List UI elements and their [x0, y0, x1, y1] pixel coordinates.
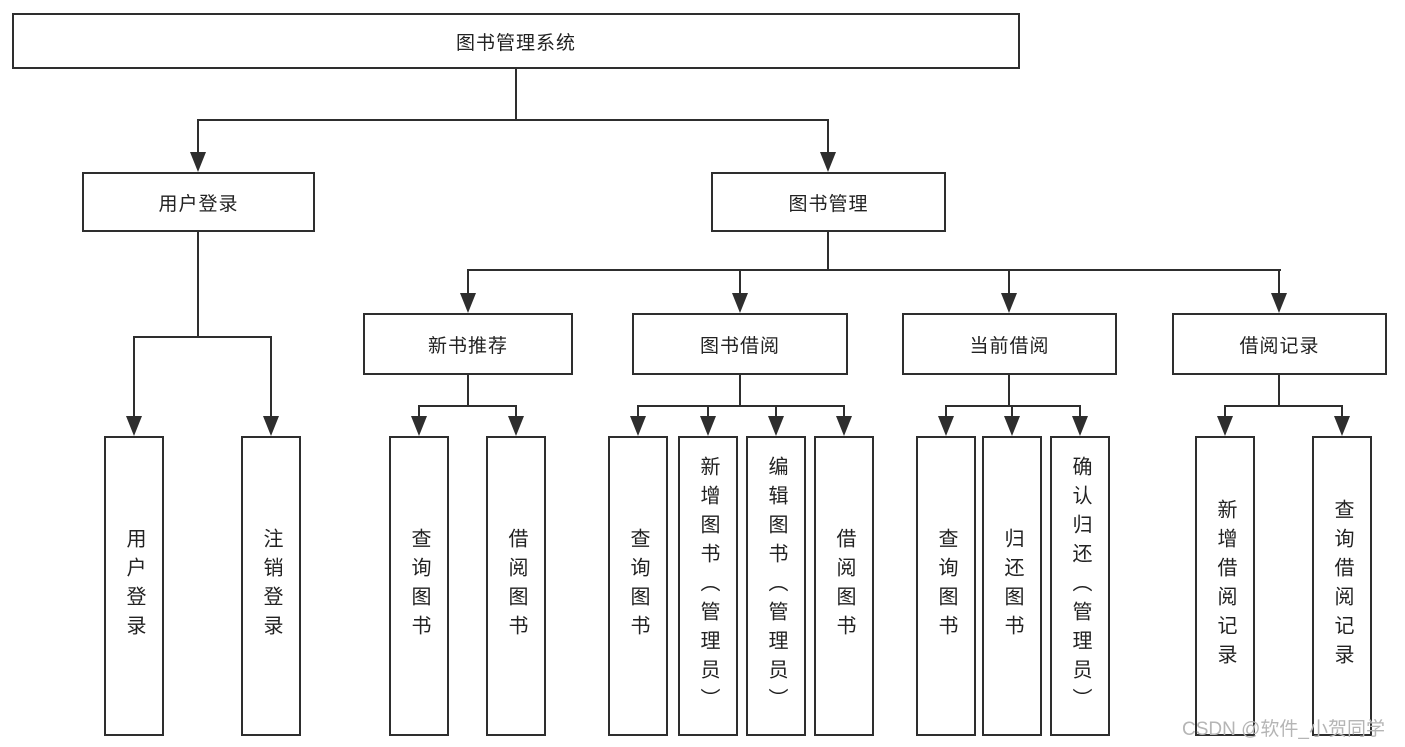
connector — [197, 119, 829, 121]
node-rec-query-books: 查询图书 — [389, 436, 449, 736]
node-current-borrow: 当前借阅 — [902, 313, 1117, 375]
node-rec-borrow-books: 借阅图书 — [486, 436, 546, 736]
arrow-down-icon — [1334, 416, 1350, 436]
connector — [827, 232, 829, 271]
arrow-down-icon — [1072, 416, 1088, 436]
connector — [775, 405, 777, 418]
connector — [515, 405, 517, 418]
node-login: 用户登录 — [104, 436, 164, 736]
connector — [707, 405, 709, 418]
node-logout: 注销登录 — [241, 436, 301, 736]
node-user-login: 用户登录 — [82, 172, 315, 232]
connector — [197, 119, 199, 154]
node-br-query-record: 查询借阅记录 — [1312, 436, 1372, 736]
node-book-borrow: 图书借阅 — [632, 313, 848, 375]
node-root: 图书管理系统 — [12, 13, 1020, 69]
connector — [1008, 269, 1010, 295]
connector — [270, 336, 272, 418]
connector — [1278, 269, 1280, 295]
connector — [133, 336, 272, 338]
node-bb-add-books-admin: 新增图书（管理员） — [678, 436, 738, 736]
arrow-down-icon — [126, 416, 142, 436]
connector — [418, 405, 517, 407]
node-br-add-record: 新增借阅记录 — [1195, 436, 1255, 736]
node-cb-query-books: 查询图书 — [916, 436, 976, 736]
node-book-management: 图书管理 — [711, 172, 946, 232]
node-cb-confirm-return-admin: 确认归还（管理员） — [1050, 436, 1110, 736]
connector — [1224, 405, 1226, 418]
arrow-down-icon — [190, 152, 206, 172]
node-cb-return-books: 归还图书 — [982, 436, 1042, 736]
node-bb-borrow-books: 借阅图书 — [814, 436, 874, 736]
arrow-down-icon — [732, 293, 748, 313]
watermark: CSDN @软件_小贺同学 — [1182, 719, 1385, 740]
arrow-down-icon — [938, 416, 954, 436]
connector — [739, 269, 741, 295]
arrow-down-icon — [768, 416, 784, 436]
arrow-down-icon — [1217, 416, 1233, 436]
connector — [1079, 405, 1081, 418]
arrow-down-icon — [460, 293, 476, 313]
arrow-down-icon — [263, 416, 279, 436]
arrow-down-icon — [1271, 293, 1287, 313]
arrow-down-icon — [1004, 416, 1020, 436]
connector — [637, 405, 845, 407]
connector — [739, 375, 741, 406]
node-bb-query-books: 查询图书 — [608, 436, 668, 736]
arrow-down-icon — [836, 416, 852, 436]
arrow-down-icon — [820, 152, 836, 172]
connector — [1224, 405, 1343, 407]
arrow-down-icon — [700, 416, 716, 436]
connector — [637, 405, 639, 418]
connector — [467, 375, 469, 406]
connector — [515, 69, 517, 121]
connector — [197, 232, 199, 338]
node-bb-edit-books-admin: 编辑图书（管理员） — [746, 436, 806, 736]
node-new-book-recommend: 新书推荐 — [363, 313, 573, 375]
connector — [1008, 375, 1010, 406]
connector — [1341, 405, 1343, 418]
connector — [945, 405, 947, 418]
arrow-down-icon — [1001, 293, 1017, 313]
connector — [467, 269, 1281, 271]
connector — [1011, 405, 1013, 418]
connector — [418, 405, 420, 418]
connector — [843, 405, 845, 418]
arrow-down-icon — [411, 416, 427, 436]
node-borrow-records: 借阅记录 — [1172, 313, 1387, 375]
connector — [945, 405, 1081, 407]
arrow-down-icon — [508, 416, 524, 436]
arrow-down-icon — [630, 416, 646, 436]
connector — [1278, 375, 1280, 406]
connector — [827, 119, 829, 154]
connector — [133, 336, 135, 418]
connector — [467, 269, 469, 295]
